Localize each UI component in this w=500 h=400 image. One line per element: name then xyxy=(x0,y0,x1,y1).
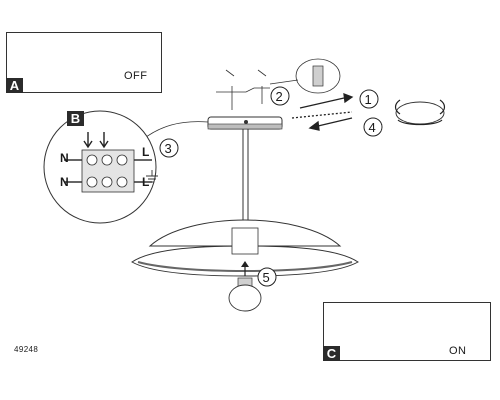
pendant-rod xyxy=(242,129,249,222)
on-label: ON xyxy=(449,345,467,357)
terminal-label-l-top: L xyxy=(142,145,149,159)
step-badge-3: 3 xyxy=(159,138,179,158)
panel-c-frame xyxy=(323,302,491,361)
svg-text:4: 4 xyxy=(369,120,376,135)
rotate-socket xyxy=(394,99,446,126)
terminal-label-n-top: N xyxy=(60,151,69,165)
svg-text:1: 1 xyxy=(365,92,372,107)
svg-text:2: 2 xyxy=(276,89,283,104)
step-badge-4: 4 xyxy=(363,117,383,137)
svg-text:5: 5 xyxy=(263,270,270,285)
step-arrows xyxy=(291,93,354,131)
svg-text:3: 3 xyxy=(165,141,172,156)
terminal-label-l-bottom: L xyxy=(142,175,149,189)
panel-b-tag: B xyxy=(67,111,84,126)
step-badge-5: 5 xyxy=(257,267,277,287)
panel-a-frame xyxy=(6,32,162,93)
panel-a-tag: A xyxy=(6,78,23,93)
mounting-hardware xyxy=(216,69,270,110)
bulb-icon xyxy=(228,261,262,312)
panel-c-tag: C xyxy=(323,346,340,361)
ceiling-canopy xyxy=(207,116,283,130)
step-badge-2: 2 xyxy=(270,86,290,106)
ground-icon xyxy=(146,170,158,183)
terminal-label-n-bottom: N xyxy=(60,175,69,189)
wire-lead xyxy=(141,121,209,141)
step-badge-1: 1 xyxy=(359,89,379,109)
off-label: OFF xyxy=(124,70,148,82)
model-number: 49248 xyxy=(14,345,39,354)
screw-icon xyxy=(269,58,341,94)
terminal-block-b: N N L L xyxy=(43,110,158,224)
